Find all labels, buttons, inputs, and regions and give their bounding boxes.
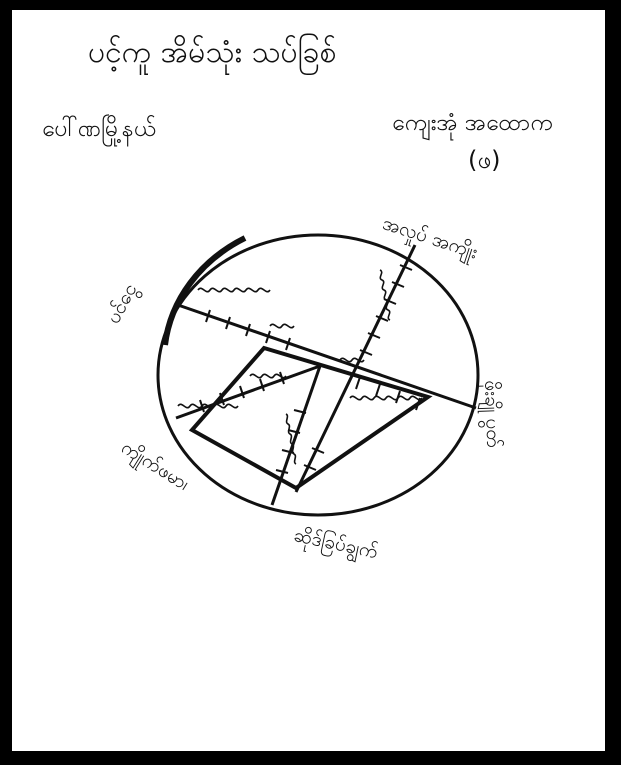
spoke-bottom-left <box>175 364 321 420</box>
tick-marks <box>199 264 421 474</box>
right-header-sub: (ဖ) <box>468 146 501 174</box>
spoke-top-right <box>294 244 417 493</box>
label-right: ဖိုးချို ပွတ် <box>480 379 505 449</box>
thick-arc <box>162 235 247 346</box>
spoke-bottom <box>270 365 322 506</box>
diagram-title: ပင့်ကူ အိမ်သုံး သပ်ခြစ် <box>88 35 337 70</box>
inner-quad <box>188 345 433 491</box>
right-header: ကျေးအုံ အထောက <box>392 110 553 136</box>
outer-circle <box>156 233 480 517</box>
left-header: ပေါ်ဏမြို့နယ် <box>42 116 156 142</box>
spoke-scribbles <box>177 269 423 465</box>
